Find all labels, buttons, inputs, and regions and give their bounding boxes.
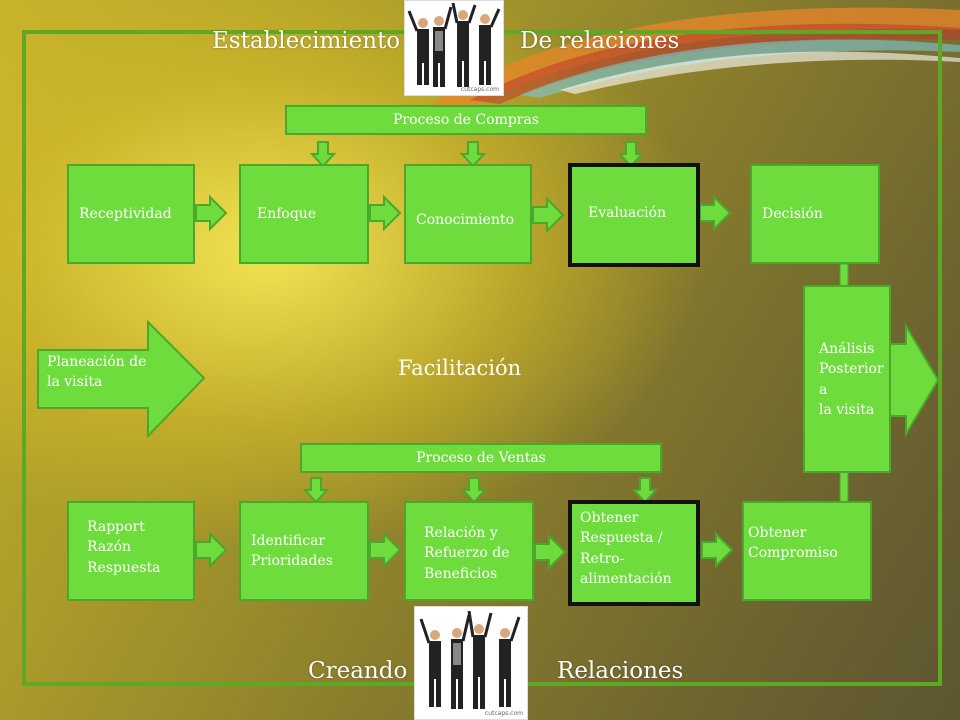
box-evaluacion: Evaluación <box>568 163 700 267</box>
planning-arrow-label: Planeación de la visita <box>47 354 147 391</box>
connector-bar <box>839 471 849 505</box>
box-label: Identificar Prioridades <box>251 533 333 570</box>
box-conocimiento: Conocimiento <box>404 164 532 264</box>
box-label: Rapport Razón Respuesta <box>87 519 161 576</box>
arrow-down <box>462 477 486 503</box>
arrow-down <box>461 141 485 167</box>
title-relaciones: Relaciones <box>557 658 684 684</box>
jumping-people-icon <box>419 610 521 709</box>
box-receptividad: Receptividad <box>67 164 195 264</box>
box-analisis: Análisis Posterior a la visita <box>803 285 891 473</box>
arrow-right <box>195 533 227 567</box>
box-label: Análisis Posterior a la visita <box>819 341 884 418</box>
box-identificar-prioridades: Identificar Prioridades <box>239 501 369 601</box>
arrow-down <box>311 141 335 167</box>
box-relacion-refuerzo: Relación y Refuerzo de Beneficios <box>404 501 534 601</box>
box-obtener-respuesta: Obtener Respuesta / Retro- alimentación <box>568 500 700 606</box>
arrow-right <box>701 533 733 567</box>
box-label: Enfoque <box>257 206 317 222</box>
box-obtener-compromiso: Obtener Compromiso <box>742 501 872 601</box>
box-label: Decisión <box>762 206 823 222</box>
box-rapport: Rapport Razón Respuesta <box>67 501 195 601</box>
sales-process-bar: Proceso de Ventas <box>300 443 662 473</box>
center-label-facilitacion: Facilitación <box>398 356 522 380</box>
arrow-down <box>304 477 328 503</box>
arrow-right <box>369 533 401 567</box>
box-label: Conocimiento <box>416 212 515 228</box>
purchase-process-bar: Proceso de Compras <box>285 105 647 135</box>
photo-caption: cutcaps.com <box>460 86 499 93</box>
arrow-down <box>633 477 657 503</box>
box-label: Relación y Refuerzo de Beneficios <box>424 525 510 582</box>
photo-caption: cutcaps.com <box>484 710 523 717</box>
box-enfoque: Enfoque <box>239 164 369 264</box>
title-de-relaciones: De relaciones <box>520 28 680 54</box>
top-team-photo: cutcaps.com <box>404 0 504 96</box>
jumping-people-icon <box>407 2 501 87</box>
arrow-right <box>699 196 731 230</box>
title-creando: Creando <box>308 658 408 684</box>
planning-arrow-shape <box>37 319 206 439</box>
box-label: Evaluación <box>588 205 667 221</box>
analysis-arrow-tip <box>889 322 940 438</box>
arrow-right <box>369 196 401 230</box>
arrow-right <box>534 535 566 569</box>
box-decision: Decisión <box>750 164 880 264</box>
box-label: Obtener Respuesta / Retro- alimentación <box>580 510 672 587</box>
arrow-right <box>195 196 227 230</box>
title-establecimiento: Establecimiento <box>212 28 401 54</box>
arrow-right <box>532 198 564 232</box>
box-label: Obtener Compromiso <box>748 525 838 562</box>
box-label: Receptividad <box>79 206 172 222</box>
